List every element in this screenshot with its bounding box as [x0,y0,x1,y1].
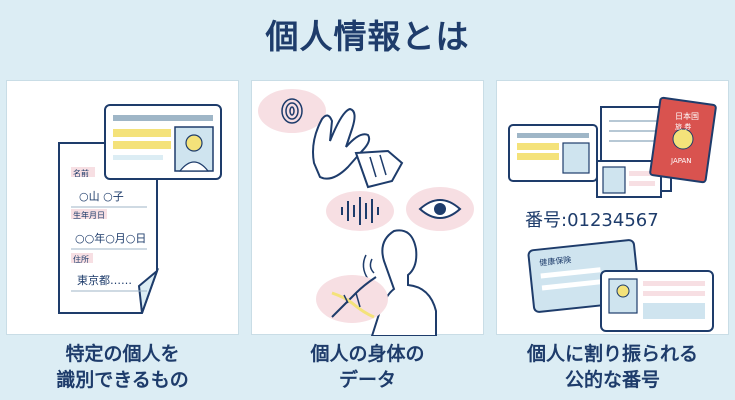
address-value: 東京都…… [77,273,132,287]
passport-icon [649,96,717,184]
passport-top-text: 日本国 [675,111,699,121]
document-illustration: 名前 ○山 ○子 生年月日 ○○年○月○日 住所 東京都…… [58,104,222,314]
passport-bottom-text: JAPAN [670,157,692,165]
caption-line: データ [338,369,396,391]
id-card-icon [104,104,222,180]
birth-value: ○○年○月○日 [75,231,146,245]
id-number-text: 番号:01234567 [525,210,659,231]
caption-line: 個人に割り振られる [526,343,698,365]
caption-line: 個人の身体の [310,343,425,365]
name-label: 名前 [73,168,89,178]
dna-icon [316,275,388,323]
caption-public-numbers: 個人に割り振られる 公的な番号 [490,341,735,393]
biometric-illustration [258,89,474,336]
caption-line: 識別できるもの [56,369,189,391]
fingerprint-icon [258,89,326,133]
caption-identifying-info: 特定の個人を 識別できるもの [0,341,245,393]
eye-icon [406,187,474,231]
my-number-card-icon [600,270,714,332]
passport-mid-text: 旅 券 [675,122,691,131]
id-numbers-illustration: 日本国 旅 券 JAPAN 番号:01234567 健康保険 [508,96,717,332]
voice-wave-icon [326,191,394,231]
header-band [0,0,735,66]
page-title: 個人情報とは [265,17,470,56]
caption-line: 特定の個人を [65,343,180,365]
hand-icon [312,107,404,189]
panel-identifying-info: 名前 ○山 ○子 生年月日 ○○年○月○日 住所 東京都…… [6,80,239,335]
insurance-label: 健康保険 [539,254,572,267]
caption-line: 公的な番号 [564,369,660,391]
name-value: ○山 ○子 [79,190,124,203]
birth-label: 生年月日 [73,210,105,220]
panel-biometric-data [251,80,484,336]
panel-public-numbers: 日本国 旅 券 JAPAN 番号:01234567 健康保険 [496,80,729,335]
caption-biometric-data: 個人の身体の データ [245,341,490,393]
address-label: 住所 [73,254,89,264]
license-card-icon [508,124,598,182]
